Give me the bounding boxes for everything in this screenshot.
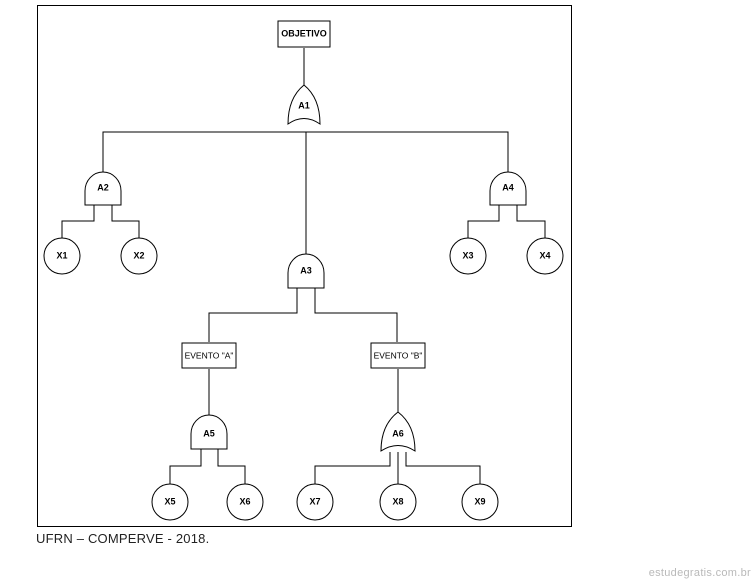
basic-event-x8: X8	[379, 483, 417, 521]
basic-event-x4-label: X4	[539, 250, 550, 260]
gate-a4-label: A4	[502, 182, 514, 192]
basic-event-x9: X9	[461, 483, 499, 521]
event-a-label: EVENTO "A"	[185, 350, 234, 360]
gate-a6-label: A6	[392, 428, 404, 438]
basic-event-x1: X1	[43, 237, 81, 275]
top-event-label: OBJETIVO	[281, 28, 327, 38]
basic-event-x3-label: X3	[462, 250, 473, 260]
basic-event-x5: X5	[151, 483, 189, 521]
basic-event-x7: X7	[296, 483, 334, 521]
event-a-box: EVENTO "A"	[181, 342, 237, 369]
top-event-box: OBJETIVO	[277, 20, 331, 48]
basic-event-x2: X2	[120, 237, 158, 275]
basic-event-x8-label: X8	[392, 496, 403, 506]
gate-a1-label: A1	[298, 100, 310, 110]
basic-event-x5-label: X5	[164, 496, 175, 506]
gate-a3-and: A3	[287, 253, 325, 289]
basic-event-x9-label: X9	[474, 496, 485, 506]
basic-event-x6: X6	[226, 483, 264, 521]
event-b-box: EVENTO "B"	[370, 342, 426, 369]
fault-tree-canvas: OBJETIVO A1 A2 A4 A3 EVENTO "A"	[43, 20, 564, 521]
gate-a2-label: A2	[97, 182, 109, 192]
gate-a3-label: A3	[300, 265, 312, 275]
connectors	[61, 48, 546, 484]
basic-event-x4: X4	[526, 237, 564, 275]
gate-a5-label: A5	[203, 428, 215, 438]
gate-a5-and: A5	[190, 414, 228, 450]
event-b-label: EVENTO "B"	[374, 350, 423, 360]
fault-tree-diagram: OBJETIVO A1 A2 A4 A3 EVENTO "A"	[37, 5, 572, 527]
gate-a6-or: A6	[380, 411, 416, 452]
basic-event-x2-label: X2	[133, 250, 144, 260]
gate-a1-or: A1	[287, 84, 321, 125]
site-watermark: estudegratis.com.br	[648, 567, 751, 579]
basic-event-x3: X3	[449, 237, 487, 275]
basic-event-x1-label: X1	[56, 250, 67, 260]
source-caption: UFRN – COMPERVE - 2018.	[36, 531, 210, 546]
basic-event-x6-label: X6	[239, 496, 250, 506]
gate-a4-and: A4	[489, 171, 527, 206]
gate-a2-and: A2	[84, 171, 122, 206]
basic-event-x7-label: X7	[309, 496, 320, 506]
